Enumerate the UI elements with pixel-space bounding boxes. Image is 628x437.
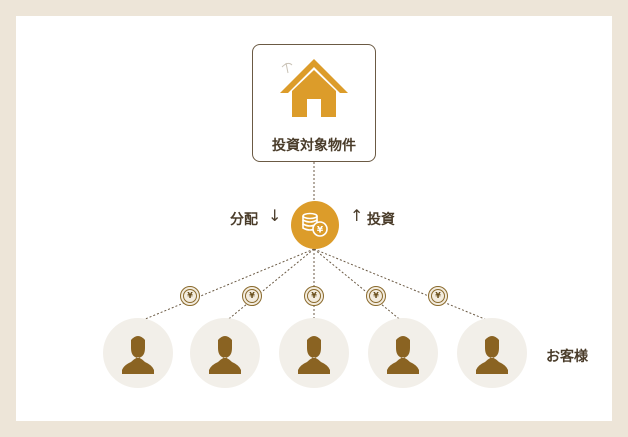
customer-3 [279, 318, 349, 388]
distribution-arrow: ↓ [268, 206, 282, 225]
person-icon [298, 336, 330, 374]
coins-yen-icon: ¥ [291, 201, 339, 249]
yen-symbol: ¥ [307, 289, 321, 303]
yen-symbol: ¥ [431, 289, 445, 303]
yen-coin-4: ¥ [366, 286, 386, 306]
customer-5 [457, 318, 527, 388]
person-icon [387, 336, 419, 374]
yen-symbol: ¥ [183, 289, 197, 303]
yen-coin-1: ¥ [180, 286, 200, 306]
customer-1 [103, 318, 173, 388]
investment-label: 投資 [367, 212, 395, 228]
svg-text:¥: ¥ [317, 226, 324, 236]
hub-to-customer-5-line [313, 248, 493, 323]
investment-property-box: 投資対象物件 [252, 44, 376, 162]
yen-coin-5: ¥ [428, 286, 448, 306]
customer-4 [368, 318, 438, 388]
property-label: 投資対象物件 [272, 138, 356, 154]
distribution-label: 分配 [230, 212, 258, 228]
yen-symbol: ¥ [245, 289, 259, 303]
hub-to-customer-2-line [224, 248, 315, 323]
customers-label: お客様 [546, 349, 588, 365]
hub-to-customer-4-line [313, 248, 404, 323]
yen-symbol: ¥ [369, 289, 383, 303]
investment-arrow: ↑ [350, 206, 364, 225]
person-icon [209, 336, 241, 374]
customer-2 [190, 318, 260, 388]
house-icon [280, 59, 348, 117]
yen-coin-3: ¥ [304, 286, 324, 306]
person-icon [476, 336, 508, 374]
person-icon [122, 336, 154, 374]
yen-coin-2: ¥ [242, 286, 262, 306]
hub-to-customer-1-line [137, 248, 315, 323]
